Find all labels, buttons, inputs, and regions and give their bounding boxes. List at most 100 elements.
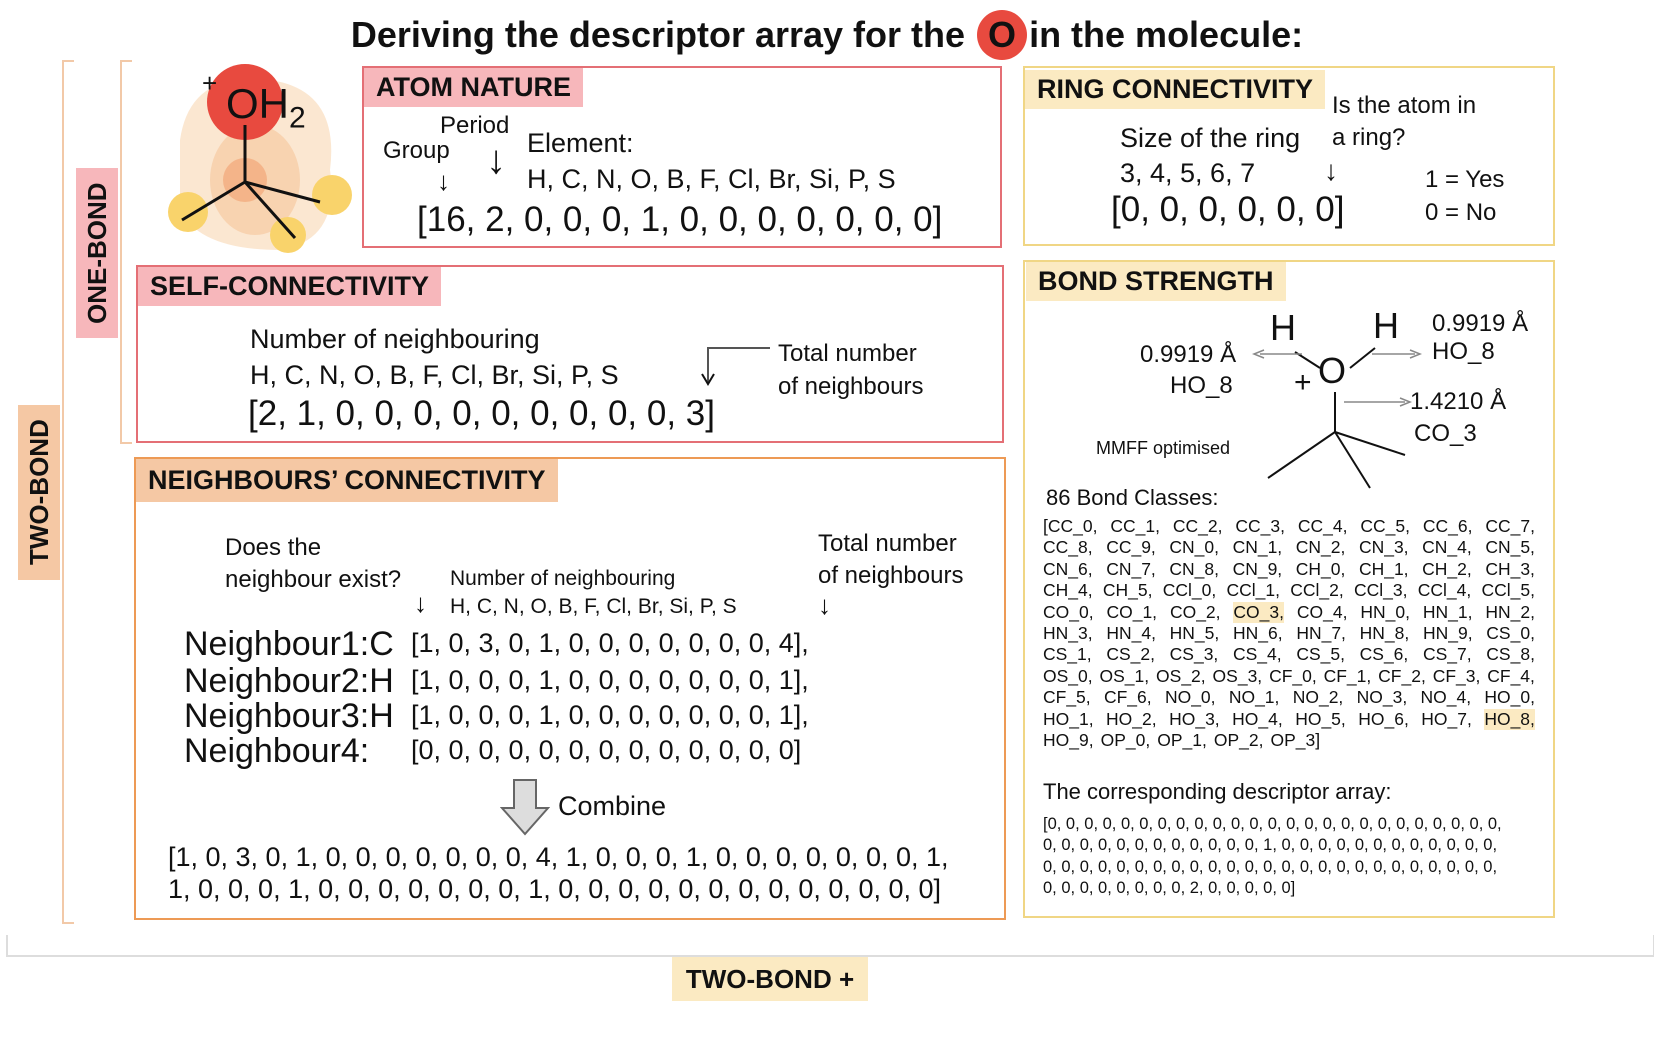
bond-class-item: HO_2,: [1106, 708, 1157, 729]
neighbours-heading: Number of neighbouring: [450, 567, 676, 590]
bond-class-item: HN_3,: [1043, 623, 1093, 644]
ring-connectivity-tag: RING CONNECTIVITY: [1025, 70, 1326, 109]
bond-class-item: HO_6,: [1358, 708, 1409, 729]
bond-class-item: CC_9,: [1106, 537, 1156, 558]
exist-arrow-icon: ↓: [414, 588, 427, 618]
bond-class-item: HO_0,: [1484, 687, 1535, 708]
bond-class-item: HO_5,: [1295, 708, 1346, 729]
bond-class-item: CH_2,: [1422, 558, 1472, 579]
bond-class-row: CO_0,CO_1,CO_2,CO_3,CO_4,HN_0,HN_1,HN_2,: [1043, 601, 1535, 624]
descriptor-array: [0, 0, 0, 0, 0, 0, 0, 0, 0, 0, 0, 0, 0, …: [1043, 814, 1535, 900]
bond-class-item: CCl_2,: [1290, 580, 1344, 601]
ring-connectivity-panel: [1023, 66, 1555, 246]
neighbours-total-line1: Total number: [818, 530, 957, 557]
bond-class-item: CCl_4,: [1417, 580, 1472, 601]
neighbour1-array: [1, 0, 3, 0, 1, 0, 0, 0, 0, 0, 0, 0, 4],: [411, 628, 809, 658]
neighbour4-label: Neighbour4:: [184, 732, 370, 770]
self-heading: Number of neighbouring: [250, 324, 540, 354]
neighbour2-label: Neighbour2:H: [184, 662, 394, 700]
bond-class-item: CN_4,: [1422, 537, 1472, 558]
bond-class-item: OS_3,: [1212, 665, 1263, 686]
bond-class-item: OS_2,: [1156, 665, 1206, 686]
bond-class-item: CCl_5,: [1481, 580, 1535, 601]
bond-strength-tag: BOND STRENGTH: [1026, 262, 1286, 301]
bond-class-item: CF_4,: [1487, 665, 1535, 686]
atom-nature-elements: H, C, N, O, B, F, Cl, Br, Si, P, S: [527, 164, 896, 194]
period-arrow-icon: ↓: [486, 138, 506, 182]
descriptor-title: The corresponding descriptor array:: [1043, 779, 1392, 804]
bond-class-item: CS_5,: [1296, 644, 1345, 665]
neighbours-connectivity-panel: [134, 457, 1006, 920]
bond-class-item: CF_5,: [1043, 687, 1091, 708]
self-connectivity-array: [2, 1, 0, 0, 0, 0, 0, 0, 0, 0, 0, 3]: [248, 394, 715, 433]
bond-co-class: CO_3: [1414, 420, 1477, 447]
bond-class-row: HO_1,HO_2,HO_3,HO_4,HO_5,HO_6,HO_7,HO_8,: [1043, 708, 1535, 731]
title-text-before: Deriving the descriptor array for the: [350, 14, 966, 55]
bond-class-item: CH_1,: [1358, 558, 1409, 579]
bond-class-item: CS_8,: [1486, 644, 1535, 665]
bond-class-item: HO_3,: [1169, 708, 1220, 729]
neighbour-exist-line1: Does the: [225, 534, 322, 561]
ring-sizes: 3, 4, 5, 6, 7: [1120, 158, 1256, 188]
descriptor-row: 0, 0, 0, 0, 0, 0, 0, 0, 2, 0, 0, 0, 0, 0…: [1043, 879, 1296, 898]
bond-class-item: NO_4,: [1420, 687, 1472, 708]
molecule-formula-subscript: 2: [289, 101, 306, 135]
mmff-label: MMFF optimised: [1096, 438, 1231, 458]
bond-class-row: OS_0,OS_1,OS_2,OS_3,CF_0,CF_1,CF_2,CF_3,…: [1043, 666, 1535, 687]
bond-class-item: CN_3,: [1358, 537, 1409, 558]
two-bond-plus-bracket: [6, 935, 1654, 957]
bond-class-item: CO_0,: [1043, 601, 1094, 622]
one-bond-bracket: [120, 60, 132, 444]
bond-class-item: CN_7,: [1106, 558, 1156, 579]
group-arrow-icon: ↓: [437, 166, 450, 196]
bond-diagram-lines: [1251, 347, 1423, 489]
descriptor-row: [0, 0, 0, 0, 0, 0, 0, 0, 0, 0, 0, 0, 0, …: [1043, 815, 1502, 833]
bond-class-item: CN_5,: [1485, 537, 1535, 558]
bond-class-item: HN_1,: [1422, 601, 1473, 622]
two-bond-bracket: [62, 60, 74, 924]
neighbours-elements: H, C, N, O, B, F, Cl, Br, Si, P, S: [450, 595, 737, 618]
highlighted-atom: O: [977, 10, 1028, 60]
self-elements: H, C, N, O, B, F, Cl, Br, Si, P, S: [250, 360, 619, 390]
bond-class-item: HO_7,: [1421, 708, 1472, 729]
bond-class-item: CO_1,: [1106, 601, 1158, 622]
bond-class-item: OP_0,: [1100, 730, 1151, 751]
bond-class-row: HN_3,HN_4,HN_5,HN_6,HN_7,HN_8,HN_9,CS_0,: [1043, 623, 1535, 644]
bond-class-item: CN_2,: [1295, 537, 1346, 558]
molecule-formula: OH2: [226, 80, 306, 135]
bond-class-item: CH_3,: [1485, 558, 1535, 579]
bond-class-item: CO_4,: [1296, 601, 1348, 622]
bond-class-item: CN_1,: [1232, 537, 1283, 558]
bond-class-item: CS_6,: [1359, 644, 1409, 665]
bond-left-class: HO_8: [1170, 372, 1233, 399]
bond-class-item: CC_7,: [1485, 516, 1535, 536]
bond-class-item: HO_4,: [1232, 708, 1283, 729]
bond-class-item: [CC_0,: [1043, 516, 1098, 536]
bond-class-item: CF_2,: [1378, 665, 1426, 686]
self-connectivity-panel: [136, 265, 1004, 443]
bond-class-item: HN_0,: [1360, 601, 1410, 622]
bond-class-item: CCl_3,: [1353, 580, 1408, 601]
bond-class-item: NO_0,: [1164, 687, 1216, 708]
bond-class-item: CF_1,: [1323, 665, 1372, 686]
bond-class-row: [CC_0,CC_1,CC_2,CC_3,CC_4,CC_5,CC_6,CC_7…: [1043, 516, 1535, 537]
ring-size-label: Size of the ring: [1120, 123, 1301, 153]
bond-class-item: CF_3,: [1432, 665, 1481, 686]
bond-class-item: CN_9,: [1232, 558, 1283, 579]
bond-class-row: CC_8,CC_9,CN_0,CN_1,CN_2,CN_3,CN_4,CN_5,: [1043, 537, 1535, 558]
neighbours-connectivity-tag: NEIGHBOURS’ CONNECTIVITY: [136, 459, 558, 502]
bond-class-item: HO_8,: [1484, 708, 1535, 731]
bond-class-item: OS_0,: [1043, 665, 1093, 686]
bond-h-left: H: [1270, 307, 1296, 348]
bond-class-item: CC_1,: [1110, 516, 1160, 536]
bond-class-item: CCl_1,: [1226, 580, 1280, 601]
title-text-after: in the molecule:: [1029, 14, 1304, 55]
bond-class-item: CC_8,: [1043, 537, 1093, 558]
ring-question-line1: Is the atom in: [1332, 92, 1477, 119]
bond-class-item: CC_4,: [1297, 516, 1348, 536]
bond-class-item: OS_1,: [1099, 665, 1150, 686]
bond-o-atom: O: [1318, 350, 1347, 391]
bond-class-item: CO_2,: [1169, 601, 1221, 622]
bond-class-item: HO_9,: [1043, 730, 1094, 751]
